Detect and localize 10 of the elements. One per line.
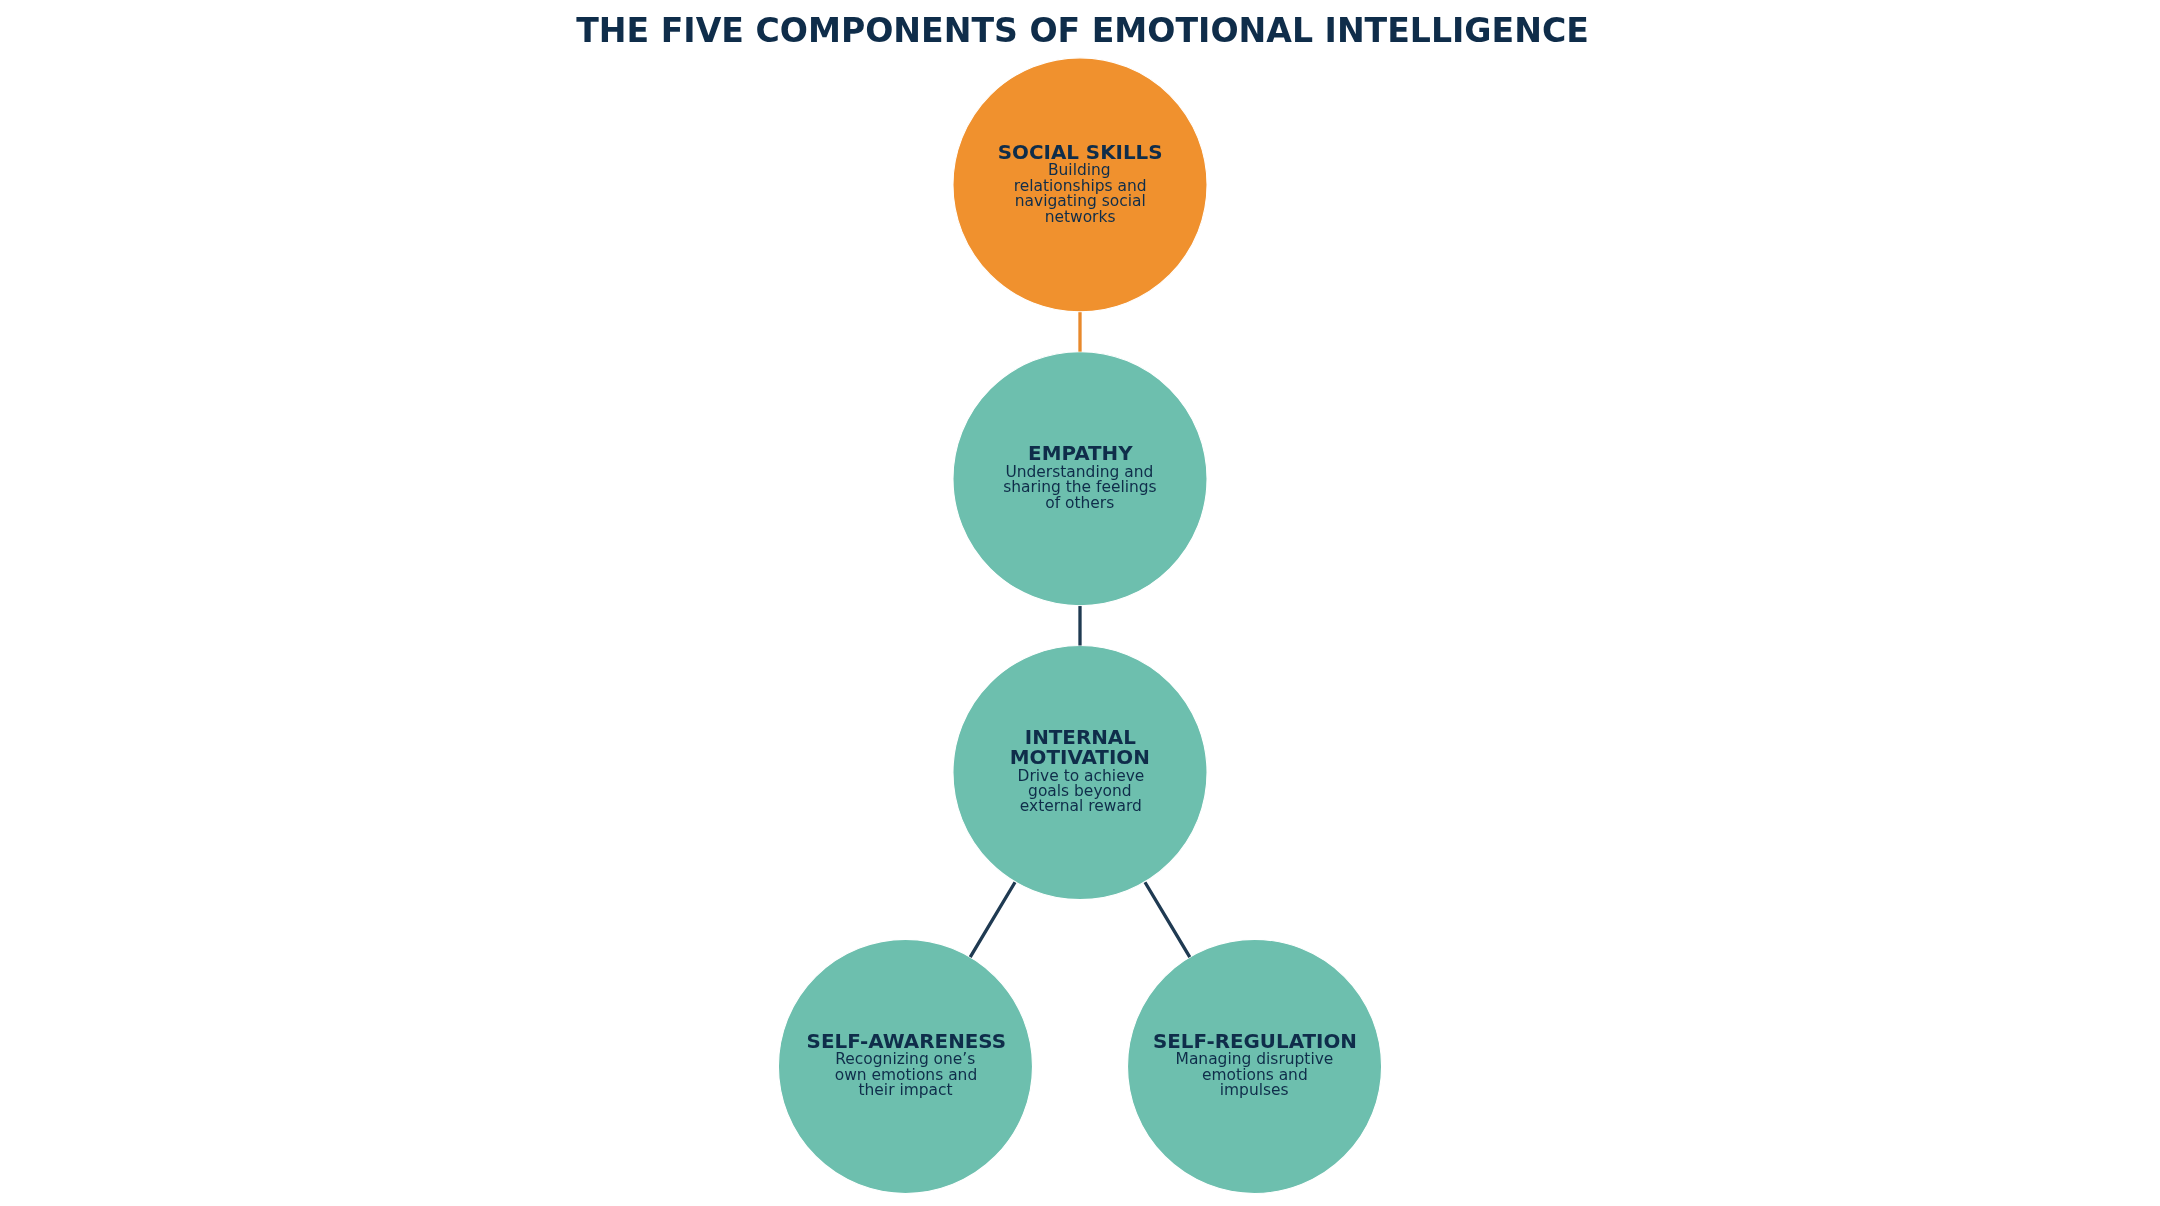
connector: [1078, 312, 1082, 352]
connector: [1078, 606, 1082, 646]
connector: [968, 881, 1017, 958]
node-circle: SELF-REGULATION Managing disruptive emotions and impulses: [1126, 938, 1383, 1194]
node-circle: EMPATHY Understanding and sharing the feelings of others: [952, 351, 1208, 607]
node-circle: INTERNAL MOTIVATION Drive to achieve goals beyond external reward: [952, 645, 1208, 901]
node-circle: SELF-AWARENESS Recognizing one’s own emotions and their impact: [777, 938, 1034, 1194]
diagram-title: THE FIVE COMPONENTS OF EMOTIONAL INTELLIGENCE: [576, 11, 1589, 51]
connector: [1143, 881, 1192, 958]
node-circle: SOCIAL SKILLS Building relationships and navigating social networks: [952, 57, 1208, 313]
